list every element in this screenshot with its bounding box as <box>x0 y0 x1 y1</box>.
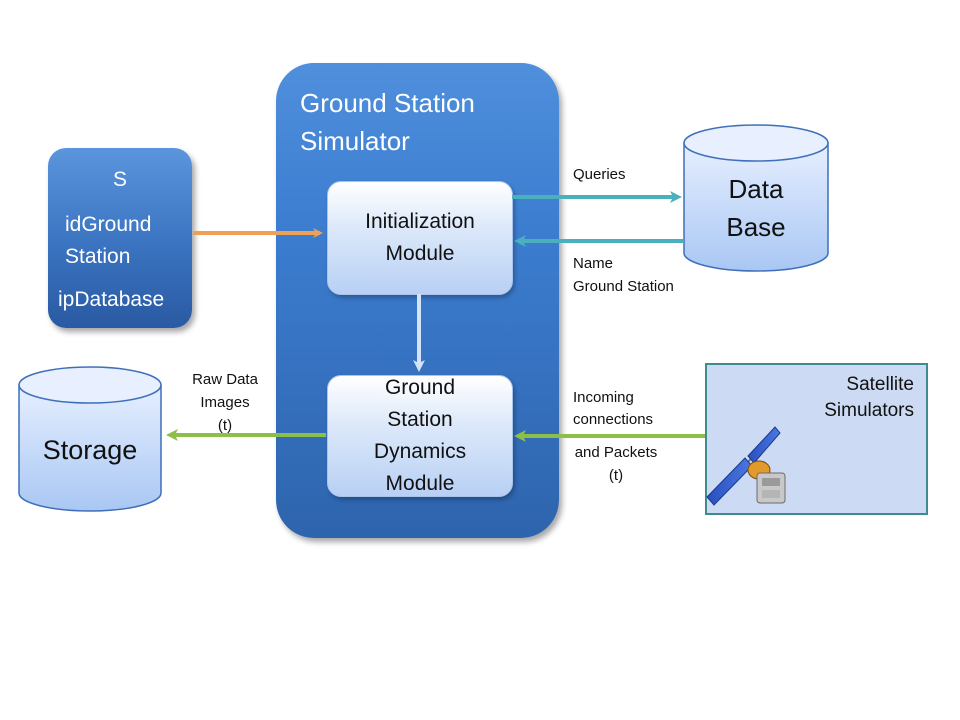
database-cylinder <box>683 124 829 272</box>
dynamics-module-line4: Module <box>385 472 455 495</box>
satellite-icon <box>706 426 786 506</box>
dynamics-module: Ground Station Dynamics Module <box>327 375 513 497</box>
raw-data-line2: Images <box>200 394 250 411</box>
packets-label: and Packets (t) <box>566 441 666 487</box>
input-param-idground: idGround <box>65 213 152 236</box>
raw-data-label: Raw Data Images (t) <box>180 368 270 437</box>
queries-label: Queries <box>573 166 626 183</box>
name-label-line2: Ground Station <box>573 278 674 295</box>
raw-data-line1: Raw Data <box>192 371 258 388</box>
input-param-ipdatabase: ipDatabase <box>58 288 165 311</box>
initialization-module-line1: Initialization <box>365 210 475 233</box>
satellite-simulators-title: Satellite Simulators <box>790 372 914 424</box>
storage-label: Storage <box>42 434 138 465</box>
dynamics-module-line1: Ground <box>384 376 456 399</box>
input-parameters-box <box>48 148 192 328</box>
satellite-title-line1: Satellite <box>846 374 914 395</box>
simulator-title-line1: Ground Station <box>300 88 475 118</box>
database-label-line2: Base <box>726 212 786 242</box>
name-label-line1: Name <box>573 255 614 272</box>
initialization-module-line2: Module <box>385 242 455 265</box>
packets-label-line1: and Packets <box>574 444 658 461</box>
simulator-title-line2: Simulator <box>300 126 410 156</box>
input-param-station: Station <box>65 245 131 268</box>
database-label: Data Base <box>684 170 828 246</box>
storage-cylinder <box>18 366 162 512</box>
raw-data-line3: (t) <box>217 417 233 434</box>
dynamics-module-line3: Dynamics <box>373 440 467 463</box>
satellite-title-line2: Simulators <box>824 400 914 421</box>
dynamics-module-line2: Station <box>387 408 453 431</box>
initialization-module: Initialization Module <box>327 181 513 295</box>
incoming-label-line1: Incoming <box>573 389 634 406</box>
simulator-title: Ground Station Simulator <box>300 84 540 160</box>
database-label-line1: Data <box>728 174 784 204</box>
packets-label-line2: (t) <box>608 467 624 484</box>
input-param-s: S <box>112 168 127 191</box>
incoming-label-line2: connections <box>573 411 654 428</box>
satellite-simulators-panel <box>705 363 928 515</box>
